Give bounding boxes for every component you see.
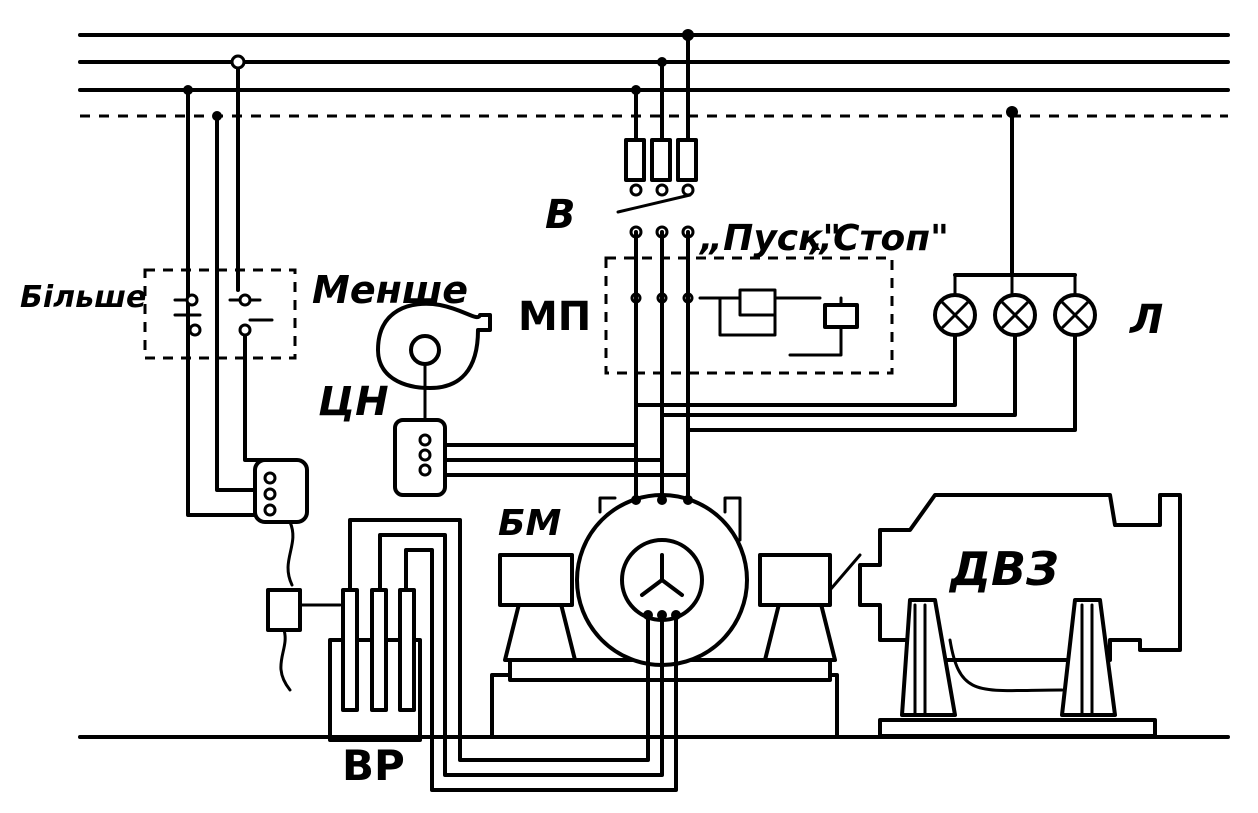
- labels: Більше Менше В „Пуск" „Стоп" МП Л ЦН БМ …: [20, 192, 1163, 790]
- label-stop: „Стоп": [808, 218, 949, 259]
- control-buttons-block: [143, 54, 297, 517]
- magnetic-starter: [604, 230, 894, 502]
- label-rheostat: ВР: [342, 741, 405, 790]
- lamp-1: [933, 293, 977, 337]
- lamp-2: [993, 293, 1037, 337]
- label-bilshe: Більше: [20, 280, 146, 315]
- lamp-3: [1053, 293, 1097, 337]
- signal-lamps: [634, 106, 1097, 432]
- supply-buses: [78, 33, 1230, 118]
- rheostat-drive: [253, 458, 342, 692]
- control-buttons-enclosure: [143, 268, 297, 360]
- starter-enclosure: [604, 256, 894, 375]
- generator-set: [490, 493, 862, 739]
- label-pusk: „Пуск": [698, 218, 841, 259]
- label-menshe: Менше: [312, 268, 468, 312]
- label-generator: БМ: [498, 503, 561, 544]
- centrifugal-pump: [376, 301, 690, 497]
- label-starter: МП: [518, 294, 591, 340]
- circuit-breaker: [616, 29, 698, 239]
- label-engine: ДВЗ: [948, 542, 1059, 596]
- generator-winding-star: [640, 553, 684, 597]
- engine: [858, 493, 1182, 738]
- label-lamps: Л: [1129, 297, 1163, 343]
- label-pump: ЦН: [318, 379, 389, 425]
- label-breaker: В: [545, 192, 576, 238]
